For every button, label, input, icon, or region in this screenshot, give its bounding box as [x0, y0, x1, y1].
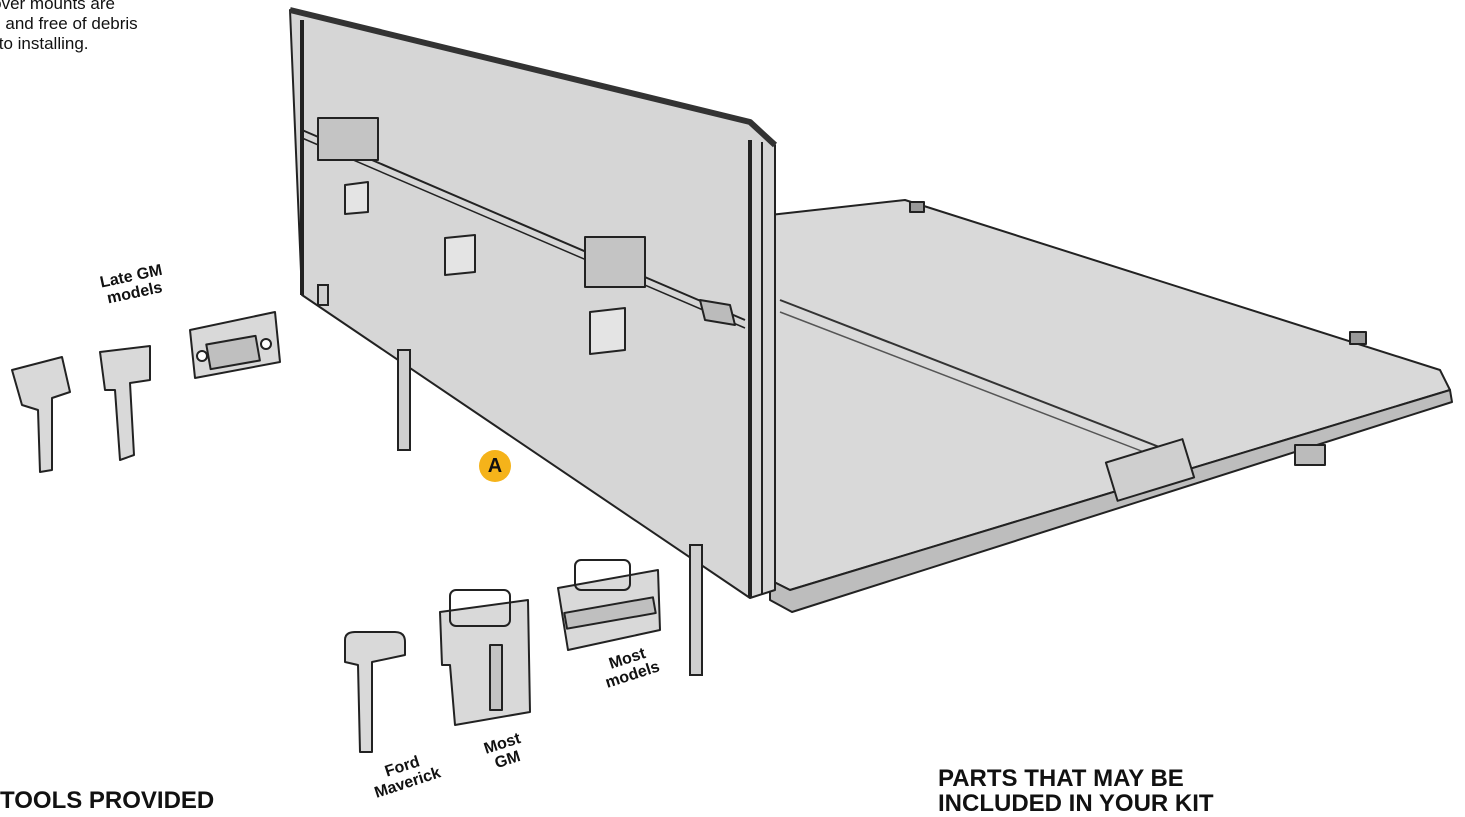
support-legs [317, 284, 703, 676]
heading-parts-included: PARTS THAT MAY BE INCLUDED IN YOUR KIT [938, 766, 1214, 816]
heading-parts-line-1: PARTS THAT MAY BE [938, 765, 1184, 792]
folded-cover-panels [769, 199, 1453, 613]
heading-parts-line-2: INCLUDED IN YOUR KIT [938, 790, 1214, 817]
note-line-2: clean and free of debris [0, 14, 138, 33]
bottom-mount-parts [344, 559, 661, 753]
upright-cover-panel [289, 7, 778, 599]
heading-tools-provided: TOOLS PROVIDED [0, 787, 215, 814]
installation-note: ed cover mounts are clean and free of de… [0, 0, 270, 54]
note-line-1: ed cover mounts are [0, 0, 115, 13]
note-line-3: prior to installing. [0, 34, 89, 53]
late-gm-mount-parts [11, 311, 281, 473]
callout-a-badge: A [479, 450, 511, 482]
